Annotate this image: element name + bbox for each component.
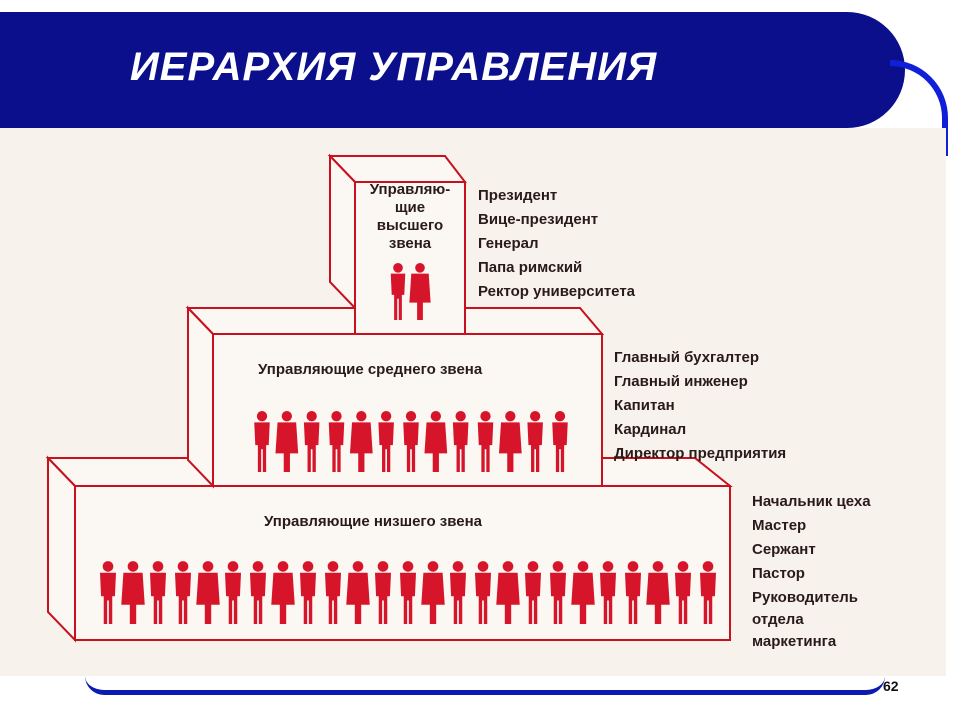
person-figure-icon (349, 411, 373, 472)
page-number: 62 (883, 678, 899, 694)
person-figure-icon (275, 411, 299, 472)
person-figure-icon (424, 411, 448, 472)
bottom-tier-people (100, 561, 716, 624)
role-item: Пастор (752, 565, 805, 582)
person-figure-icon (550, 561, 566, 624)
person-figure-icon (346, 561, 370, 624)
person-figure-icon (150, 561, 166, 624)
person-figure-icon (452, 411, 469, 472)
person-figure-icon (175, 561, 191, 624)
person-figure-icon (403, 411, 419, 472)
person-figure-icon (400, 561, 416, 624)
person-figure-icon (498, 411, 522, 472)
person-figure-icon (625, 561, 641, 624)
decorative-bottom-line (85, 676, 885, 695)
person-figure-icon (477, 411, 494, 472)
top-tier-label-line: звена (389, 235, 432, 252)
top-block-front (354, 181, 466, 335)
middle-tier-people (254, 411, 568, 472)
person-figure-icon (527, 411, 543, 472)
person-figure-icon (303, 411, 320, 472)
middle-tier-roles: Главный бухгалтер Главный инженер Капита… (614, 349, 786, 462)
role-item: Сержант (752, 541, 816, 558)
person-figure-icon (552, 411, 568, 472)
role-item: Главный инженер (614, 373, 748, 390)
person-figure-icon (100, 561, 116, 624)
role-item: Мастер (752, 517, 806, 534)
role-item: маркетинга (752, 633, 837, 650)
person-figure-icon (325, 561, 341, 624)
top-tier-roles: Президент Вице-президент Генерал Папа ри… (478, 187, 636, 300)
bottom-block-side (47, 455, 76, 643)
role-item: Вице-президент (478, 211, 598, 228)
role-item: Директор предприятия (614, 445, 786, 462)
bottom-tier-label: Управляющие низшего звена (264, 513, 483, 530)
role-item: Кардинал (614, 421, 686, 438)
role-item: Президент (478, 187, 557, 204)
role-item: Главный бухгалтер (614, 349, 759, 366)
role-item: Капитан (614, 397, 675, 414)
person-figure-icon (700, 561, 716, 624)
person-figure-icon (409, 262, 431, 320)
person-figure-icon (475, 561, 491, 624)
person-figure-icon (450, 561, 466, 624)
person-figure-icon (525, 561, 541, 624)
person-figure-icon (378, 411, 394, 472)
top-tier-label-line: высшего (377, 217, 443, 234)
top-tier-label-line: Управляю- (370, 181, 450, 198)
person-figure-icon (250, 561, 266, 624)
person-figure-icon (375, 561, 391, 624)
top-tier-label-line: щие (395, 199, 425, 216)
role-item: Руководитель (752, 589, 858, 606)
role-item: Начальник цеха (752, 493, 871, 510)
person-figure-icon (421, 561, 445, 624)
person-figure-icon (571, 561, 595, 624)
person-figure-icon (600, 561, 616, 624)
person-figure-icon (496, 561, 520, 624)
slide-title: ИЕРАРХИЯ УПРАВЛЕНИЯ (130, 45, 658, 89)
person-figure-icon (646, 561, 670, 624)
person-figure-icon (300, 561, 316, 624)
person-figure-icon (328, 411, 345, 472)
top-tier-people (390, 262, 431, 320)
role-item: Ректор университета (478, 283, 636, 300)
person-figure-icon (390, 262, 406, 320)
hierarchy-diagram: Управляю- щие высшего звена Управляющие … (45, 153, 871, 650)
top-block-side (329, 153, 356, 311)
person-figure-icon (225, 561, 241, 624)
middle-block-side (187, 305, 214, 489)
role-item: Генерал (478, 235, 539, 252)
role-item: Папа римский (478, 259, 582, 276)
title-banner (0, 12, 905, 128)
person-figure-icon (121, 561, 145, 624)
middle-tier-label: Управляющие среднего звена (258, 361, 483, 378)
person-figure-icon (196, 561, 220, 624)
person-figure-icon (271, 561, 295, 624)
person-figure-icon (675, 561, 691, 624)
bottom-tier-roles: Начальник цеха Мастер Сержант Пастор Рук… (752, 493, 871, 650)
person-figure-icon (254, 411, 270, 472)
role-item: отдела (752, 611, 804, 628)
